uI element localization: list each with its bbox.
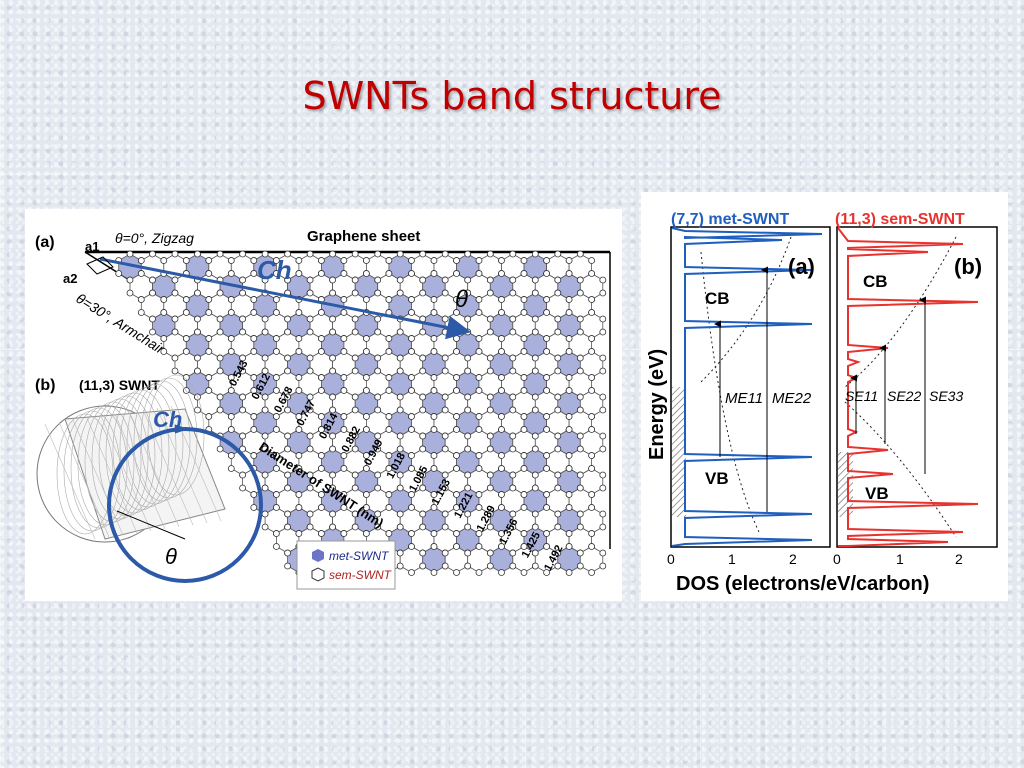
- y-axis-label: Energy (eV): [646, 349, 668, 460]
- dos-panel-b: CB VB SE11 SE22 SE33 (b) (11,3) sem-SWNT…: [833, 211, 998, 567]
- theta-label: θ: [455, 286, 468, 313]
- panel-a-tick-2: 2: [789, 551, 797, 567]
- unit-cell-icon: [86, 256, 114, 275]
- panel-a-dotted-curve: [700, 251, 760, 533]
- legend-box: [296, 540, 396, 590]
- panel-a-e22: ME22: [772, 390, 812, 407]
- slide-title: SWNTs band structure: [302, 74, 722, 118]
- swnt-label: (11,3) SWNT: [79, 377, 160, 393]
- a1-label: a1: [85, 239, 99, 254]
- panel-a-frame: [670, 226, 831, 548]
- panel-b-tick-1: 1: [896, 551, 904, 567]
- ch-circle-label: Ch: [153, 407, 182, 432]
- panel-a-tag: (a): [788, 254, 815, 279]
- chiral-vector-arrow: [99, 257, 471, 340]
- panel-b-label: (b): [35, 377, 55, 394]
- panel-b-frame: [836, 226, 998, 548]
- panel-a-header: (7,7) met-SWNT: [671, 211, 789, 228]
- panel-b-vb: VB: [865, 484, 889, 503]
- panel-a-vb: VB: [705, 469, 729, 488]
- ch-label: Ch: [257, 255, 292, 285]
- panel-a-tick-0: 0: [667, 551, 675, 567]
- hexagon-grid: [115, 250, 607, 576]
- panel-b-cb: CB: [863, 272, 888, 291]
- panel-a-cb: CB: [705, 289, 730, 308]
- sem-legend-icon: [311, 567, 325, 582]
- panel-b-tick-0: 0: [833, 551, 841, 567]
- panel-b-header: (11,3) sem-SWNT: [835, 211, 965, 228]
- a2-label: a2: [63, 271, 77, 286]
- dos-svg: Energy (eV) DOS (electrons/eV/carbon) CB…: [646, 211, 998, 595]
- zigzag-label: θ=0°, Zigzag: [115, 230, 194, 246]
- panel-b-tick-2: 2: [955, 551, 963, 567]
- x-axis-label: DOS (electrons/eV/carbon): [676, 573, 929, 595]
- panel-a-dos-curve: [671, 227, 823, 547]
- panel-b-e11: SE11: [845, 388, 878, 404]
- graphene-sheet-label: Graphene sheet: [307, 228, 420, 245]
- chirality-map-figure: Ch θ (a) a1 a2 θ=0°, Zigzag Graphene she…: [25, 209, 622, 601]
- panel-b-e22: SE22: [887, 388, 921, 404]
- panel-a-e11: ME11: [725, 390, 763, 407]
- panel-b-e33: SE33: [929, 388, 963, 404]
- panel-a-tick-1: 1: [728, 551, 736, 567]
- panel-b-dotted-curve: [844, 236, 957, 388]
- met-legend-icon: [312, 549, 324, 562]
- panel-b-dos-curve: [837, 227, 979, 547]
- dos-panel-a: CB VB ME11 ME22 (a) (7,7) met-SWNT 0 1 2: [667, 211, 831, 567]
- dos-figure: Energy (eV) DOS (electrons/eV/carbon) CB…: [641, 192, 1008, 601]
- met-legend-label: met-SWNT: [329, 549, 390, 563]
- tube-theta-label: θ: [165, 544, 177, 569]
- panel-a-label: (a): [35, 234, 55, 251]
- sem-legend-label: sem-SWNT: [329, 568, 393, 582]
- nanotube-drawing: [36, 374, 263, 583]
- panel-a-filled-states: [672, 387, 686, 517]
- chirality-map-svg: Ch θ (a) a1 a2 θ=0°, Zigzag Graphene she…: [35, 228, 611, 590]
- panel-b-tag: (b): [954, 254, 982, 279]
